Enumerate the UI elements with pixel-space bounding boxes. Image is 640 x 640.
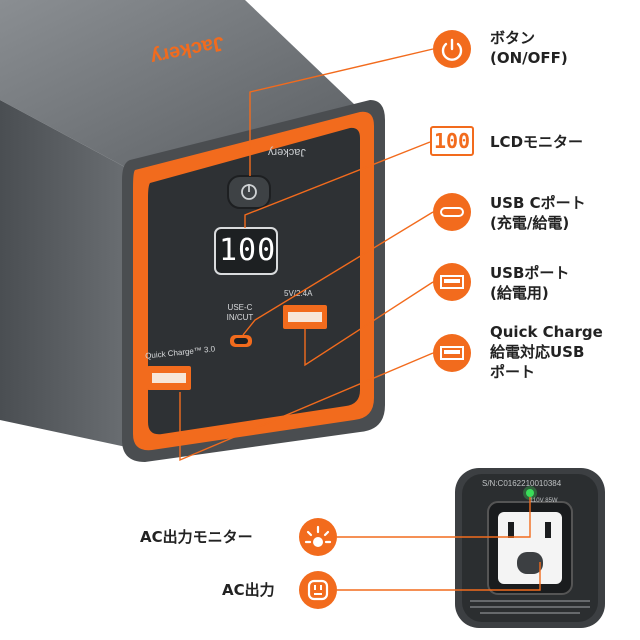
inverter-rating: 110V 85W — [530, 498, 558, 504]
lcd-screen — [214, 227, 278, 275]
usbc-callout-icon — [433, 193, 471, 231]
button-callout-label: ボタン (ON/OFF) — [490, 29, 568, 67]
lcd-callout-label: LCDモニター — [490, 133, 584, 151]
usbc-port-label: USE-C IN/CUT — [226, 303, 254, 322]
ac-out-callout-label: AC出力 — [222, 581, 275, 599]
usb-callout-label: USBポート (給電用) — [490, 264, 570, 302]
ac-monitor-callout-label: AC出力モニター — [140, 528, 253, 546]
lcd-digits: 100 — [219, 233, 277, 268]
lcd-callout-icon-text: 100 — [433, 129, 471, 153]
qc-callout-label: Quick Charge 給電対応USB ポート — [490, 323, 603, 381]
inverter-serial: S/N:C0162210010384 — [482, 479, 562, 488]
ac-outlet-callout-icon — [299, 571, 337, 609]
device-side-face — [0, 100, 140, 450]
usbc-callout-label: USB Cポート (充電/給電) — [490, 194, 586, 232]
qc-callout-icon — [433, 334, 471, 372]
front-panel — [148, 127, 360, 435]
usb-callout-icon — [433, 263, 471, 301]
ac-monitor-callout-icon — [299, 518, 337, 556]
power-callout-icon — [433, 30, 471, 68]
ac-output-led — [526, 489, 534, 497]
lcd-callout-icon: 100 — [430, 126, 474, 156]
